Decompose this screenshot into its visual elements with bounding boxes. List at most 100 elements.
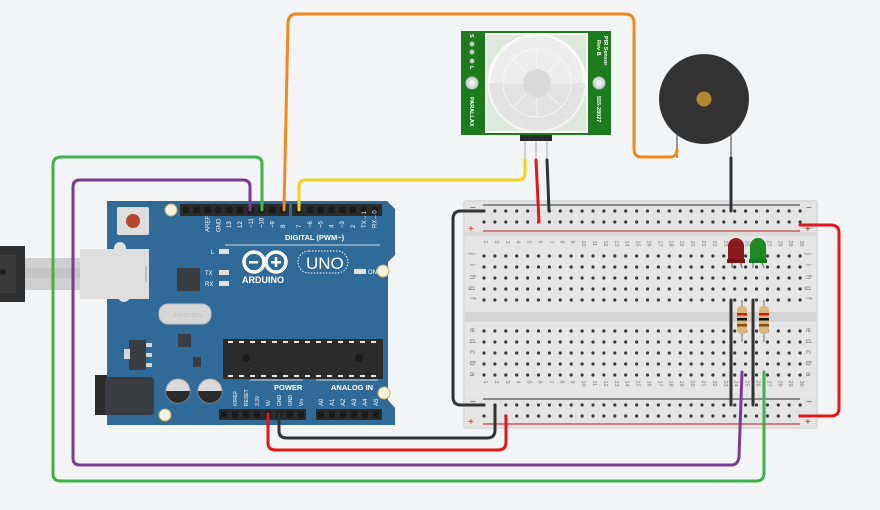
rail-hole[interactable]	[547, 414, 552, 418]
power-pin-socket[interactable]	[287, 411, 293, 418]
breadboard-hole[interactable]	[504, 287, 508, 291]
wire-green-pin10-to-green-led[interactable]	[51, 155, 766, 483]
breadboard-hole[interactable]	[515, 287, 519, 291]
breadboard-hole[interactable]	[482, 340, 486, 344]
breadboard-hole[interactable]	[624, 351, 628, 355]
power-pin-socket[interactable]	[221, 411, 227, 418]
wire-purple-pin11-to-red-led[interactable]	[71, 178, 744, 467]
breadboard-hole[interactable]	[493, 351, 497, 355]
breadboard-hole[interactable]	[656, 254, 661, 258]
digital-pin-socket[interactable]	[183, 207, 189, 213]
breadboard-hole[interactable]	[602, 298, 606, 302]
breadboard-hole[interactable]	[776, 362, 780, 366]
rail-hole[interactable]	[569, 209, 573, 213]
breadboard-hole[interactable]	[798, 276, 802, 280]
breadboard-hole[interactable]	[733, 373, 737, 377]
breadboard-hole[interactable]	[482, 373, 486, 377]
breadboard-hole[interactable]	[798, 298, 802, 302]
rail-hole[interactable]	[645, 414, 650, 418]
resistor-2[interactable]	[759, 300, 769, 342]
breadboard-hole[interactable]	[776, 276, 780, 280]
breadboard-hole[interactable]	[754, 276, 759, 280]
rail-hole[interactable]	[798, 209, 802, 213]
rail-hole[interactable]	[526, 414, 530, 418]
rail-hole[interactable]	[678, 403, 682, 407]
breadboard-hole[interactable]	[504, 254, 508, 258]
breadboard-hole[interactable]	[613, 329, 617, 333]
arduino-uno-board[interactable]: SPK16.000S	[80, 201, 395, 425]
rail-hole[interactable]	[569, 220, 573, 224]
breadboard-hole[interactable]	[744, 254, 748, 258]
breadboard-hole[interactable]	[493, 340, 497, 344]
breadboard-hole[interactable]	[526, 287, 530, 291]
rail-hole[interactable]	[624, 220, 628, 224]
rail-hole[interactable]	[591, 209, 595, 213]
breadboard-hole[interactable]	[798, 287, 802, 291]
breadboard-hole[interactable]	[744, 276, 748, 280]
breadboard-hole[interactable]	[482, 254, 486, 258]
rail-hole[interactable]	[515, 220, 519, 224]
breadboard-hole[interactable]	[547, 298, 552, 302]
breadboard-hole[interactable]	[602, 276, 606, 280]
rail-hole[interactable]	[635, 209, 639, 213]
breadboard-hole[interactable]	[733, 362, 737, 366]
breadboard-hole[interactable]	[624, 287, 628, 291]
breadboard-hole[interactable]	[504, 373, 508, 377]
breadboard-hole[interactable]	[787, 276, 791, 280]
power-pin-socket[interactable]	[298, 411, 304, 418]
breadboard-hole[interactable]	[558, 373, 562, 377]
breadboard-hole[interactable]	[591, 329, 595, 333]
breadboard-hole[interactable]	[482, 265, 486, 269]
breadboard-hole[interactable]	[635, 287, 639, 291]
breadboard-hole[interactable]	[515, 298, 519, 302]
breadboard-hole[interactable]	[667, 362, 671, 366]
rail-hole[interactable]	[526, 209, 530, 213]
breadboard-hole[interactable]	[591, 287, 595, 291]
breadboard-hole[interactable]	[635, 298, 639, 302]
breadboard-hole[interactable]	[613, 298, 617, 302]
breadboard-hole[interactable]	[645, 373, 650, 377]
digital-pin-socket[interactable]	[193, 207, 200, 213]
breadboard-hole[interactable]	[798, 373, 802, 377]
rail-hole[interactable]	[733, 209, 737, 213]
digital-pin-socket[interactable]	[226, 207, 233, 213]
breadboard-hole[interactable]	[569, 254, 573, 258]
rail-hole[interactable]	[558, 209, 562, 213]
breadboard-hole[interactable]	[722, 276, 726, 280]
rail-hole[interactable]	[754, 220, 759, 224]
breadboard-hole[interactable]	[711, 254, 715, 258]
breadboard-hole[interactable]	[613, 287, 617, 291]
breadboard-hole[interactable]	[689, 362, 693, 366]
breadboard-hole[interactable]	[580, 351, 584, 355]
rail-hole[interactable]	[580, 209, 584, 213]
breadboard-hole[interactable]	[776, 265, 780, 269]
rail-hole[interactable]	[689, 209, 693, 213]
rail-hole[interactable]	[689, 414, 693, 418]
breadboard-hole[interactable]	[569, 298, 573, 302]
digital-pin-socket[interactable]	[360, 207, 367, 213]
breadboard-hole[interactable]	[558, 340, 562, 344]
power-pin-socket[interactable]	[329, 411, 335, 418]
breadboard-hole[interactable]	[645, 340, 650, 344]
breadboard-hole[interactable]	[558, 265, 562, 269]
breadboard-hole[interactable]	[613, 265, 617, 269]
breadboard-hole[interactable]	[504, 329, 508, 333]
breadboard-hole[interactable]	[547, 340, 552, 344]
power-pin-socket[interactable]	[340, 411, 346, 418]
digital-pin-socket[interactable]	[204, 207, 211, 213]
rail-hole[interactable]	[645, 209, 650, 213]
digital-pin-socket[interactable]	[306, 207, 313, 213]
breadboard-hole[interactable]	[656, 265, 661, 269]
rail-hole[interactable]	[504, 220, 508, 224]
wire-yellow-pin7-to-pir-signal[interactable]	[297, 158, 527, 212]
breadboard-hole[interactable]	[645, 351, 650, 355]
breadboard-hole[interactable]	[536, 340, 541, 344]
breadboard-hole[interactable]	[558, 351, 562, 355]
breadboard-hole[interactable]	[744, 340, 748, 344]
breadboard-hole[interactable]	[754, 340, 759, 344]
breadboard-hole[interactable]	[569, 373, 573, 377]
breadboard-hole[interactable]	[667, 265, 671, 269]
breadboard-hole[interactable]	[722, 254, 726, 258]
rail-hole[interactable]	[569, 414, 573, 418]
breadboard-hole[interactable]	[547, 351, 552, 355]
